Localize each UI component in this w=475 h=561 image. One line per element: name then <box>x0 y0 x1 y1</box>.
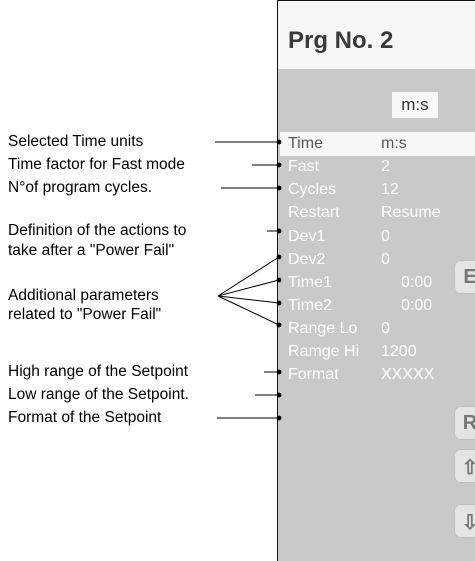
param-label-range-hi[interactable]: Ramge Hi <box>288 343 360 360</box>
param-value-format[interactable]: XXXXX <box>381 366 435 383</box>
annotation-restart-line1: Definition of the actions to <box>8 222 187 239</box>
param-value-dev2[interactable]: 0 <box>381 251 390 268</box>
param-value-range-hi[interactable]: 1200 <box>381 343 417 360</box>
param-label-dev1[interactable]: Dev1 <box>288 228 326 245</box>
param-value-time1[interactable]: 0:00 <box>401 274 433 291</box>
program-title: Prg No. 2 <box>288 27 394 54</box>
enter-button-label: E <box>463 266 475 288</box>
annotation-time-factor: Time factor for Fast mode <box>8 156 185 173</box>
param-value-time2[interactable]: 0:00 <box>401 297 433 314</box>
param-value-fast[interactable]: 2 <box>381 158 390 175</box>
annotation-power-fail-line1: Additional parameters <box>8 287 159 304</box>
annotation-high-range: High range of the Setpoint <box>8 363 189 380</box>
annotation-selected-time-units: Selected Time units <box>8 133 144 150</box>
device-panel: Prg No. 2 m:s Time m:s Fast 2 Cycles 12 … <box>277 0 475 561</box>
down-arrow-button[interactable]: ⇩ <box>454 504 475 538</box>
annotation-format: Format of the Setpoint <box>8 409 162 426</box>
param-value-cycles[interactable]: 12 <box>381 181 399 198</box>
param-value-restart[interactable]: Resume <box>381 204 441 221</box>
param-label-dev2[interactable]: Dev2 <box>288 251 326 268</box>
param-label-time[interactable]: Time <box>288 135 323 152</box>
annotation-program-cycles: N°of program cycles. <box>8 179 153 196</box>
param-value-range-lo[interactable]: 0 <box>381 320 390 337</box>
param-value-dev1[interactable]: 0 <box>381 228 390 245</box>
down-arrow-icon: ⇩ <box>461 512 475 534</box>
up-arrow-button[interactable]: ⇧ <box>454 449 475 483</box>
param-label-format[interactable]: Format <box>288 366 339 383</box>
param-label-time2[interactable]: Time2 <box>288 297 332 314</box>
annotation-restart-line2: take after a "Power Fail" <box>8 242 175 259</box>
reset-button[interactable]: R <box>454 406 475 440</box>
param-label-cycles[interactable]: Cycles <box>288 181 337 198</box>
reset-button-label: R <box>462 412 475 434</box>
time-units-display: m:s <box>392 92 438 118</box>
annotation-low-range: Low range of the Setpoint. <box>8 386 189 403</box>
up-arrow-icon: ⇧ <box>461 457 475 479</box>
selected-row-highlight <box>280 132 475 156</box>
param-label-restart[interactable]: Restart <box>288 204 340 221</box>
enter-button[interactable]: E <box>454 260 475 294</box>
param-label-time1[interactable]: Time1 <box>288 274 332 291</box>
param-label-range-lo[interactable]: Range Lo <box>288 320 358 337</box>
annotation-power-fail-line2: related to "Power Fail" <box>8 306 162 323</box>
param-label-fast[interactable]: Fast <box>288 158 320 175</box>
param-value-time[interactable]: m:s <box>381 135 407 152</box>
title-bar: Prg No. 2 <box>278 1 475 69</box>
